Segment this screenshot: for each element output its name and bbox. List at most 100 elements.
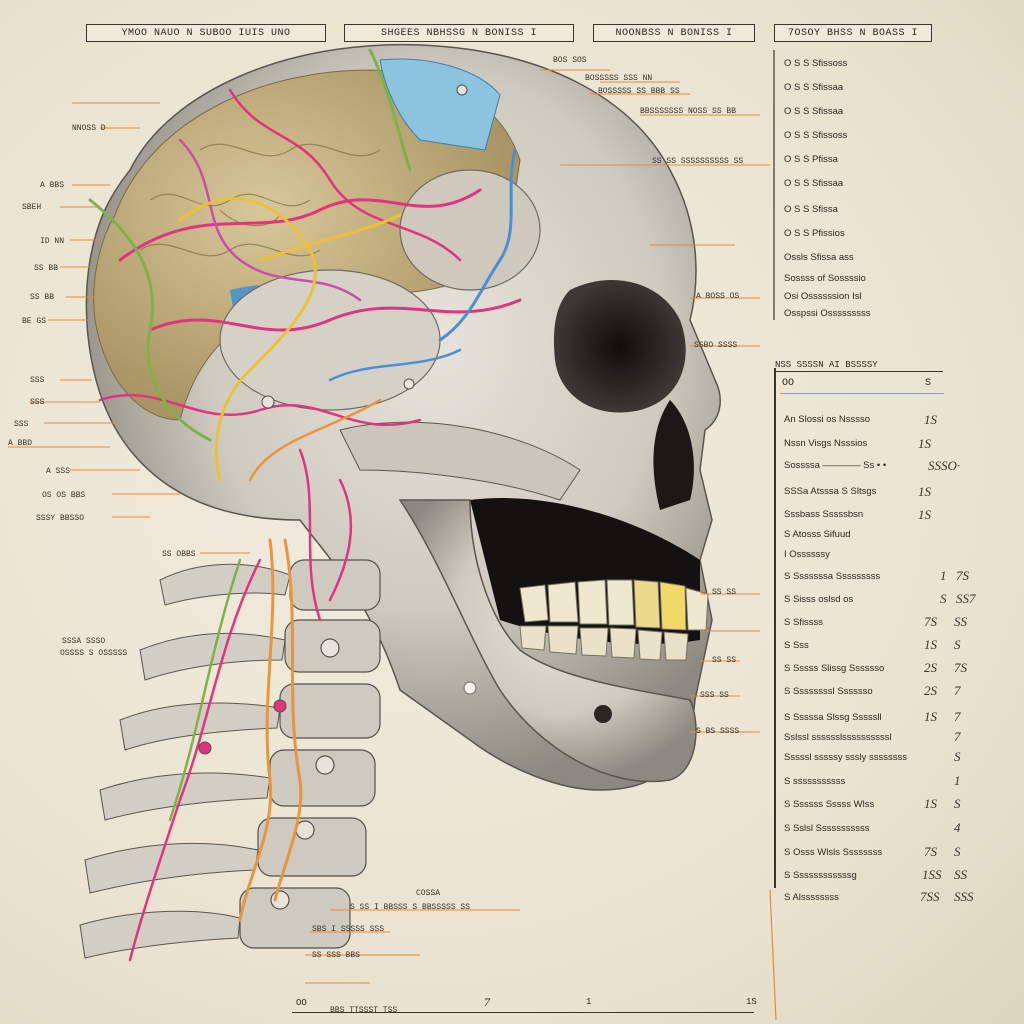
header-box-4: 7OSOY BHSS N BOASS I (774, 24, 932, 42)
callout-bottom-1: COSSA (416, 889, 440, 898)
callout-left-14: SSSY BBSSO (36, 514, 84, 523)
legend-row-label: Sssbass Sssssbsn (784, 509, 864, 520)
legend-row-num-1: SSSO· (928, 458, 961, 473)
callout-bottom-4: SS SSS BBS (312, 951, 360, 960)
legend-bottom-head-left: OO (782, 378, 795, 389)
right-callout-lines (305, 69, 770, 984)
callout-left-7: BE GS (22, 317, 46, 326)
legend-row-num-2: SS (954, 867, 967, 882)
footer-label-1: OO (296, 998, 307, 1008)
legend-row-num-1: 1S (918, 484, 931, 499)
legend-bottom-row: SSSa Atsssa S Sltsgs 1S (784, 484, 931, 499)
legend-row-num-1: 1S (924, 709, 937, 724)
mandible (398, 499, 697, 783)
legend-top-row: Sossss of Sossssio (784, 273, 866, 284)
legend-row-label: I Ossssssy (784, 549, 830, 560)
lower-teeth (519, 625, 689, 661)
legend-row-num-2: 7 (954, 683, 961, 698)
left-callout-lines (8, 102, 250, 554)
header-box-1: YMOO NAUO N SUBOO IUIS UNO (86, 24, 326, 42)
legend-row-num-2: 1 (954, 773, 961, 788)
legend-row-label: S Sisss oslsd os (784, 594, 854, 605)
header-box-4-text: 7OSOY BHSS N BOASS I (787, 27, 919, 39)
legend-row-num-1: 2S (924, 683, 937, 698)
footer-rule (292, 1012, 754, 1013)
legend-row-num-1: 1S (918, 436, 931, 451)
legend-row-num-1: S (940, 591, 947, 606)
callout-left-15: SS OBBS (162, 550, 196, 559)
nasal-cavity (653, 400, 694, 510)
callout-bottom-5: BBS TTSSST TSS (330, 1006, 397, 1015)
legend-row-label: S Sssssssa Sssssssss (784, 571, 881, 582)
callout-left-2: A BBS (40, 181, 64, 190)
legend-top-row: O S S Sfissaa (784, 178, 844, 189)
legend-row-label: An Slossi os Nsssso (784, 414, 871, 425)
mental-foramen (594, 705, 612, 723)
legend-row-label: S Osss Wlsls Ssssssss (784, 847, 883, 858)
temporal-chamber (399, 169, 541, 291)
legend-bottom-row: S sssssssssss 1 (784, 773, 961, 788)
callout-left-8: SSS (30, 376, 45, 385)
legend-top-row: O S S Pfissa (784, 154, 838, 165)
callout-top-6: A BOSS OS (696, 292, 739, 301)
legend-row-label: S Sss (784, 640, 809, 651)
zygomatic-arch (339, 421, 581, 501)
legend-row-num-2: 7S (954, 660, 967, 675)
legend-row-label: Sossssa ———— Ss • • (784, 460, 887, 471)
legend-bottom-title-rule (775, 371, 943, 372)
callout-right-3: SSS SS (700, 691, 729, 700)
legend-row-num-2: 7 (954, 709, 961, 724)
legend-row-label: Sssssl sssssy sssly ssssssss (784, 752, 907, 763)
legend-row-label: S Ssssss Sssss Wlss (784, 799, 875, 810)
legend-bottom-title: NSS SSSSN AI BSSSSY (775, 360, 878, 370)
legend-row-num-2: SS (954, 614, 967, 629)
callout-top-2: BOSSSSS SSS NN (585, 74, 652, 83)
legend-row-label: S Sssss Slissg Sssssso (784, 663, 885, 674)
legend-top-row: O S S Sfissaa (784, 106, 844, 117)
upper-teeth (519, 579, 709, 631)
callout-top-7: SSBO SSSS (694, 341, 737, 350)
legend-row-label: S Ssssssssssssg (784, 870, 857, 881)
neck-label-2: OSSSS S OSSSSS (60, 649, 127, 658)
legend-bottom-row: I Ossssssy (784, 549, 830, 560)
legend-row-num-1: 7S (924, 614, 937, 629)
legend-bottom-row: S Atosss Sifuud (784, 529, 851, 540)
legend-row-num-2: 4 (954, 820, 961, 835)
legend-top: O S S Sfissoss O S S Sfissaa O S S Sfiss… (784, 58, 984, 319)
legend-row-label: S Sslsl Sssssssssss (784, 823, 870, 834)
header-box-2: SHGEES NBHSSG N BONISS I (344, 24, 574, 42)
legend-bottom-row: Sossssa ———— Ss • • SSSO· (784, 458, 960, 473)
nerve-network (88, 48, 522, 962)
callout-left-4: ID NN (40, 237, 64, 246)
legend-row-label: S Atosss Sifuud (784, 529, 851, 540)
callout-top-5: SS SS SSSSSSSSSS SS (652, 157, 743, 166)
legend-bottom-row: S Sslsl Sssssssssss 4 (784, 820, 961, 835)
legend-row-num-2: 7 (954, 729, 961, 744)
footer-label-2: 7 (484, 995, 490, 1009)
callout-top-1: BOS SOS (553, 56, 587, 65)
legend-row-label: S sssssssssss (784, 776, 846, 787)
legend-top-row: O S S Sfissa (784, 204, 838, 215)
legend-row-label: SSSa Atsssa S Sltsgs (784, 486, 877, 497)
callout-left-11: A BBD (8, 439, 32, 448)
legend-top-row: Osspssi Osssssssss (784, 308, 871, 319)
legend-row-label: S Alssssssss (784, 892, 839, 903)
callout-left-13: OS OS BBS (42, 491, 85, 500)
legend-row-num-1: 1S (918, 507, 931, 522)
ear-foramen (463, 681, 477, 695)
footer-label-3: 1 (586, 997, 592, 1007)
legend-top-row: O S S Sfissoss (784, 130, 848, 141)
eye-socket (553, 280, 686, 413)
legend-row-num-2: SSS (954, 889, 974, 904)
legend-bottom-row: Sssbass Sssssbsn 1S (784, 507, 931, 522)
